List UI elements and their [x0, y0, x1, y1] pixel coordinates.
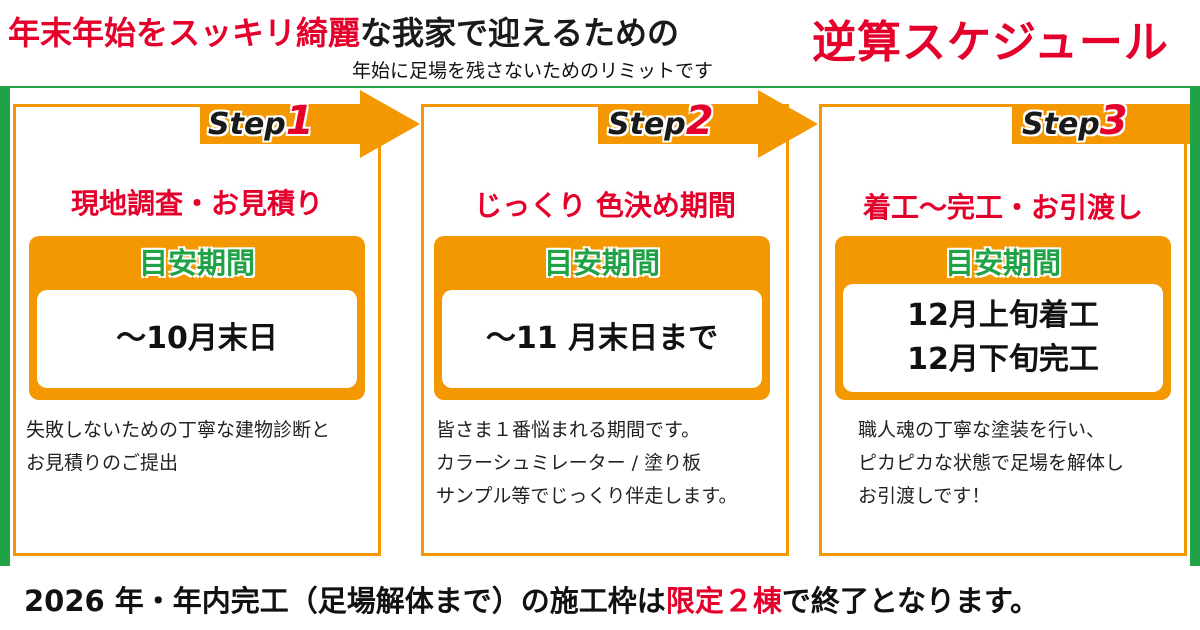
desc-line: 皆さま１番悩まれる期間です。	[436, 419, 701, 441]
desc-line: 失敗しないための丁寧な建物診断と	[26, 419, 331, 441]
step-label-3: Step3	[1022, 98, 1128, 144]
footer-text: で終了となります。	[781, 584, 1040, 618]
desc-line: ピカピカな状態で足場を解体し	[858, 452, 1125, 474]
period-value-1: 〜10月末日	[37, 290, 357, 388]
page-subtitle: 年始に足場を残さないためのリミットです	[352, 60, 714, 82]
step-number: 1	[285, 98, 314, 144]
step-title-2: じっくり 色決め期間	[474, 189, 736, 222]
footer-band	[0, 566, 1200, 630]
period-box-2: 目安期間 〜11 月末日まで	[434, 236, 770, 400]
page-title: 年末年始をスッキリ綺麗な我家で迎えるための	[8, 8, 679, 54]
desc-line: お引渡しです！	[858, 485, 991, 507]
period-box-3: 目安期間 12月上旬着工 12月下旬完工	[835, 236, 1171, 400]
footer-text: 2026 年・年内完工（足場解体まで）の施工枠は	[24, 584, 666, 618]
step-title-1: 現地調査・お見積り	[70, 187, 323, 220]
step-label-text: Step	[208, 107, 286, 142]
step-number: 3	[1099, 98, 1128, 144]
period-label: 目安期間	[138, 246, 255, 280]
desc-line: サンプル等でじっくり伴走します。	[436, 485, 738, 507]
period-label: 目安期間	[944, 246, 1061, 280]
title-part2: な我家で迎えるための	[360, 14, 680, 52]
step-label-text: Step	[1022, 107, 1100, 142]
period-value-2: 〜11 月末日まで	[442, 290, 762, 388]
period-line: 〜11 月末日まで	[485, 321, 719, 356]
step-desc-3: 職人魂の丁寧な塗装を行い、 ピカピカな状態で足場を解体し お引渡しです！	[858, 414, 1124, 513]
step-desc-1: 失敗しないための丁寧な建物診断と お見積りのご提出	[26, 414, 330, 480]
desc-line: 職人魂の丁寧な塗装を行い、	[858, 419, 1106, 441]
period-label: 目安期間	[543, 246, 660, 280]
desc-line: お見積りのご提出	[26, 452, 179, 474]
step-ribbon-2	[598, 104, 758, 144]
step-label-2: Step2	[608, 98, 714, 144]
footer-highlight: 限定２棟	[665, 584, 782, 618]
period-line: 12月上旬着工	[907, 298, 1099, 333]
page-title-highlight: 逆算スケジュール	[812, 17, 1169, 68]
step-ribbon-3	[1012, 104, 1190, 144]
period-value-3: 12月上旬着工 12月下旬完工	[843, 284, 1163, 392]
step-number: 2	[685, 98, 714, 144]
step-ribbon-1	[200, 104, 360, 144]
desc-line: カラーシュミレーター / 塗り板	[436, 452, 702, 474]
header: 年末年始をスッキリ綺麗な我家で迎えるための 逆算スケジュール 年始に足場を残さな…	[0, 0, 1200, 86]
step-arrow-2	[758, 90, 818, 158]
title-part1: 年末年始をスッキリ綺麗	[8, 14, 361, 52]
step-title-3: 着工〜完工・お引渡し	[862, 191, 1143, 224]
step-label-1: Step1	[208, 98, 314, 144]
footer-notice: 2026 年・年内完工（足場解体まで）の施工枠は限定２棟で終了となります。	[24, 578, 1039, 620]
step-arrow-1	[360, 90, 420, 158]
period-line: 12月下旬完工	[907, 342, 1099, 377]
period-box-1: 目安期間 〜10月末日	[29, 236, 365, 400]
period-line: 〜10月末日	[116, 321, 278, 356]
step-desc-2: 皆さま１番悩まれる期間です。 カラーシュミレーター / 塗り板 サンプル等でじっ…	[436, 414, 738, 513]
step-label-text: Step	[608, 107, 686, 142]
